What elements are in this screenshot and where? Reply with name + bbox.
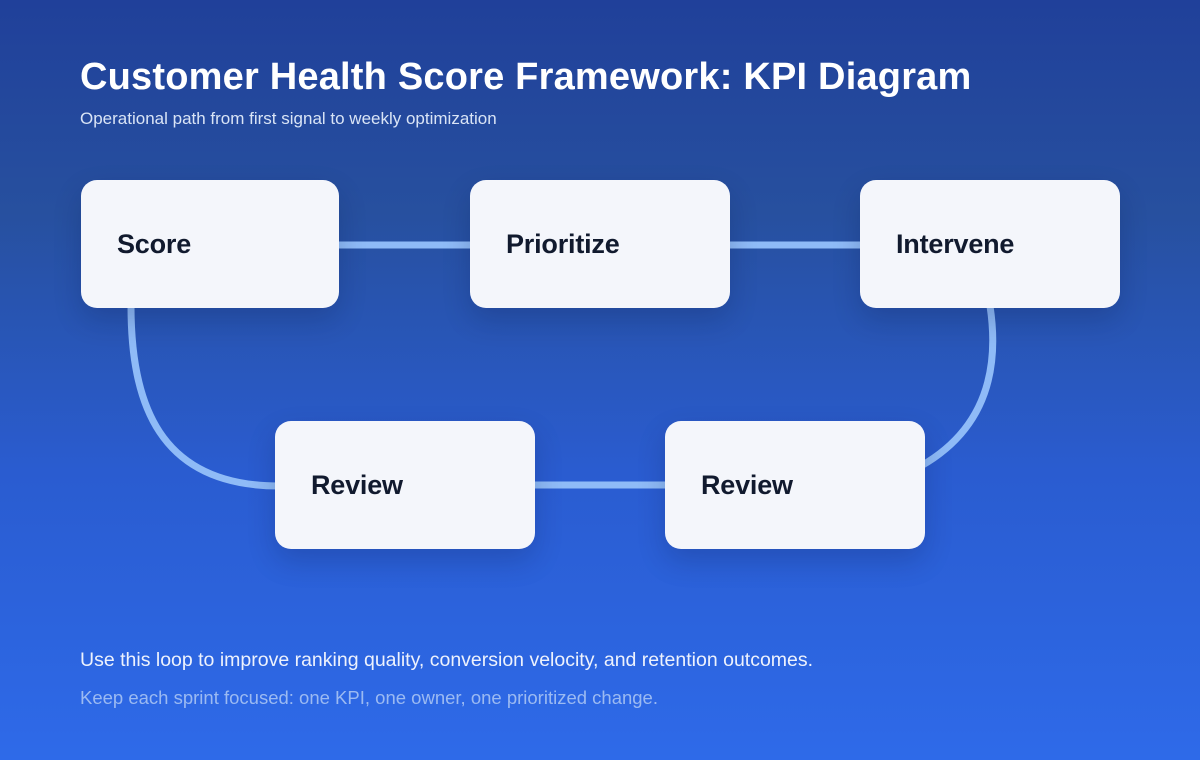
connector-intervene-review2-curve	[917, 302, 997, 470]
connector-score-review1-curve	[127, 302, 283, 490]
node-prioritize: Prioritize	[470, 180, 730, 308]
footer-secondary-text: Keep each sprint focused: one KPI, one o…	[80, 687, 658, 708]
node-score: Score	[81, 180, 339, 308]
page-title: Customer Health Score Framework: KPI Dia…	[80, 56, 972, 98]
node-prioritize-label: Prioritize	[506, 228, 620, 259]
node-intervene-label: Intervene	[896, 228, 1015, 259]
node-score-label: Score	[117, 228, 192, 259]
node-review-1-label: Review	[311, 469, 403, 500]
footer-primary-text: Use this loop to improve ranking quality…	[80, 649, 814, 671]
node-review-1: Review	[275, 421, 535, 549]
node-intervene: Intervene	[860, 180, 1120, 308]
page-subtitle: Operational path from first signal to we…	[80, 109, 497, 128]
node-review-2: Review	[665, 421, 925, 549]
node-review-2-label: Review	[701, 469, 793, 500]
